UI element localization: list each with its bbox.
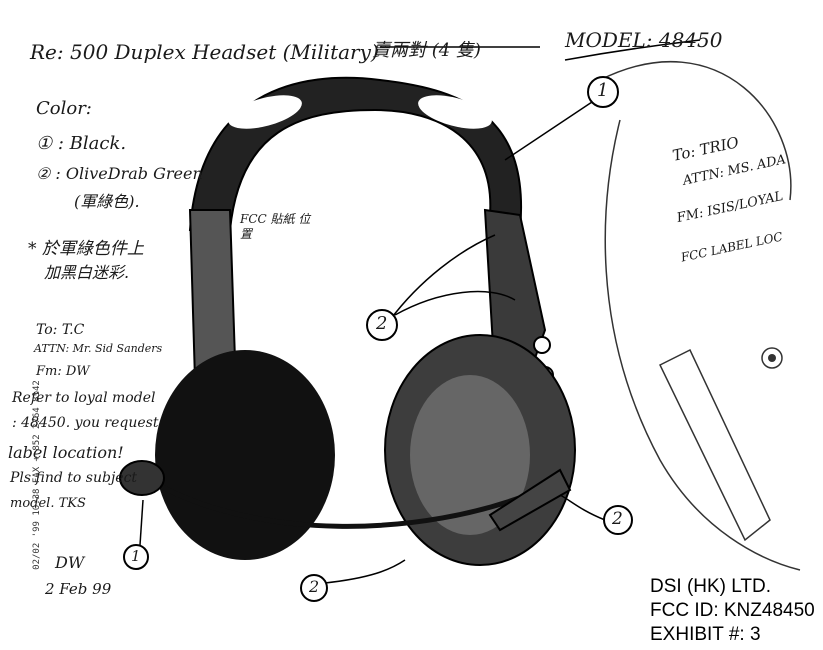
header-chinese-struck: 賣兩對 (4 隻) — [372, 40, 481, 61]
color-item-2-chinese: (軍綠色). — [74, 192, 140, 211]
fcc-id: FCC ID: KNZ48450 — [650, 600, 815, 621]
exhibit-number: EXHIBIT #: 3 — [650, 624, 761, 645]
callout-2-cup: 2 — [309, 577, 320, 596]
color-item-1: ① : Black. — [36, 133, 127, 154]
fax-header: 02/02 '99 10:38 FAX + 852 2764 8142 — [31, 380, 42, 570]
fcc-label-position-note: FCC 貼紙 位置 — [240, 212, 311, 241]
memo-left-signature: DW — [55, 553, 85, 572]
camo-note-line1: * 於軍綠色件上 — [28, 239, 144, 259]
color-heading: Color: — [36, 98, 92, 119]
model-number: MODEL: 48450 — [565, 28, 723, 52]
memo-left-line: model. TKS — [10, 496, 86, 511]
memo-left-line: label location! — [8, 443, 124, 462]
memo-left-from: Fm: DW — [36, 364, 90, 379]
callout-1-mic: 1 — [131, 547, 141, 565]
company-name: DSI (HK) LTD. — [650, 576, 772, 597]
memo-left-date: 2 Feb 99 — [45, 580, 112, 598]
header-title: Re: 500 Duplex Headset (Military) — [30, 40, 379, 64]
callout-2-boom: 2 — [612, 509, 623, 529]
memo-left-line: Refer to loyal model — [12, 390, 156, 406]
memo-left-to: To: T.C — [36, 322, 85, 338]
memo-left-line: : 48450. you request — [12, 415, 159, 431]
callout-2-arm: 2 — [376, 313, 388, 334]
memo-left-line: Pls find to subject — [10, 470, 138, 486]
memo-left-attn: ATTN: Mr. Sid Sanders — [34, 342, 163, 355]
camo-note-line2: 加黑白迷彩. — [44, 263, 130, 282]
callout-1-top: 1 — [597, 80, 609, 101]
color-item-2: ② : OliveDrab Green — [36, 164, 203, 183]
